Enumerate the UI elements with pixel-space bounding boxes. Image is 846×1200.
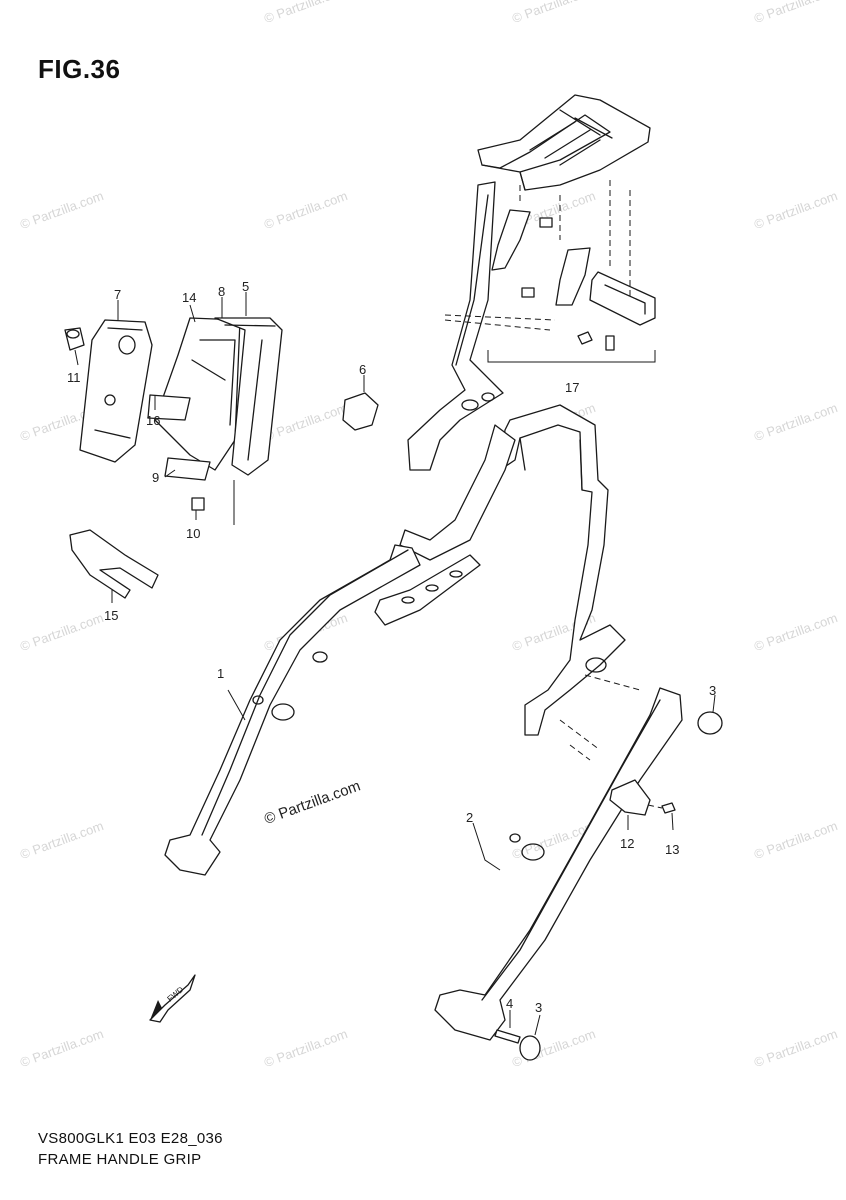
luggage-rack — [477, 94, 651, 191]
callout-12: 12 — [620, 836, 635, 851]
callout-16: 16 — [146, 413, 161, 428]
figure-title: FIG.36 — [38, 54, 121, 84]
callout-1: 1 — [217, 666, 225, 681]
callout-3-upper: 3 — [709, 683, 717, 698]
pliers — [69, 529, 159, 599]
callout-15: 15 — [104, 608, 119, 623]
cap-upper — [697, 711, 723, 735]
leader-lines — [74, 292, 716, 1036]
model-code: VS800GLK1 E03 E28_036 — [38, 1130, 223, 1147]
screw — [661, 802, 676, 814]
callout-8: 8 — [218, 284, 226, 299]
bracket-pair — [444, 180, 656, 363]
frame-handle-right — [434, 674, 683, 1041]
callout-5: 5 — [242, 279, 250, 294]
callout-17: 17 — [565, 380, 580, 395]
callout-14: 14 — [182, 290, 197, 305]
grab-rail-upper — [374, 424, 516, 626]
tool-clip — [342, 392, 379, 431]
clamp — [609, 779, 651, 816]
callout-4: 4 — [506, 996, 514, 1011]
callout-10: 10 — [186, 526, 201, 541]
callout-6: 6 — [359, 362, 367, 377]
center-handle — [499, 404, 626, 736]
bolt — [494, 1029, 521, 1044]
callout-7: 7 — [114, 287, 122, 302]
tool-kit-box — [64, 317, 283, 525]
part-group-name: FRAME HANDLE GRIP — [38, 1151, 202, 1168]
callout-9: 9 — [152, 470, 160, 485]
callout-3-lower: 3 — [535, 1000, 543, 1015]
backrest-stay — [407, 181, 504, 471]
forward-arrow-icon: FWD — [149, 974, 196, 1023]
callout-13: 13 — [665, 842, 680, 857]
cap-lower — [519, 1035, 541, 1061]
callout-2: 2 — [466, 810, 474, 825]
frame-handle-left — [164, 544, 421, 876]
callout-11: 11 — [67, 370, 81, 385]
